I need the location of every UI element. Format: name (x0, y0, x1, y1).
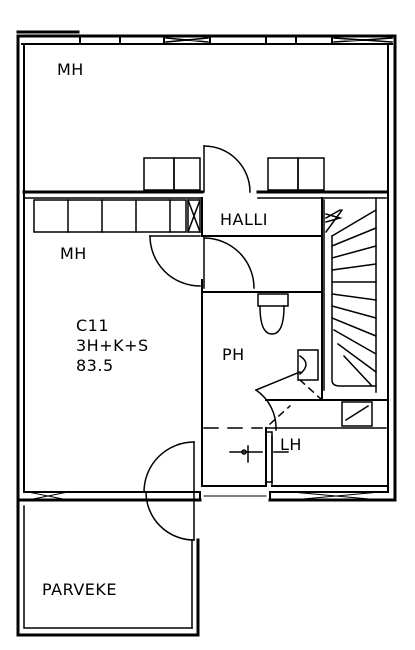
staircase (323, 199, 378, 391)
apartment-code: C11 (76, 316, 110, 335)
room-label-parveke: PARVEKE (42, 580, 117, 599)
room-label-halli: HALLI (220, 210, 269, 229)
apartment-type: 3H+K+S (76, 336, 149, 355)
balcony (16, 498, 200, 637)
outer-walls (16, 30, 397, 502)
room-label-lh: LH (280, 435, 302, 454)
apartment-area: 83.5 (76, 356, 114, 375)
bathroom-fixtures (203, 293, 373, 483)
wardrobe-row (33, 199, 201, 233)
doors (143, 145, 301, 541)
room-label-mh-left: MH (60, 244, 87, 263)
cabinets (143, 157, 325, 191)
room-label-ph: PH (222, 345, 245, 364)
room-label-mh-top: MH (57, 60, 84, 79)
interior-walls (22, 190, 388, 487)
